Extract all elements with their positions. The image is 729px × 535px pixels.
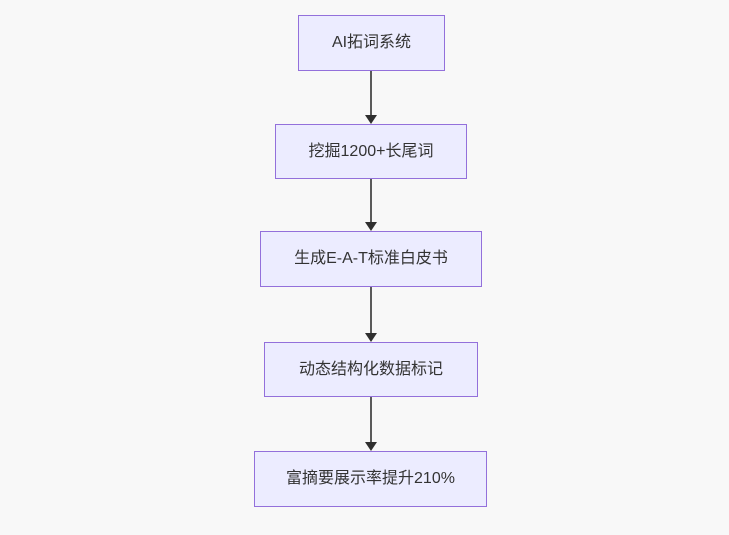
flow-node-label: AI拓词系统 bbox=[331, 34, 412, 51]
flow-node-label: 生成E-A-T标准白皮书 bbox=[294, 250, 448, 267]
arrowhead-down-icon bbox=[365, 115, 377, 124]
arrow-line bbox=[370, 71, 372, 117]
arrowhead-down-icon bbox=[365, 333, 377, 342]
flow-node-ai-word-expansion: AI拓词系统 bbox=[298, 15, 445, 71]
flow-arrow-1 bbox=[363, 71, 379, 124]
flow-arrow-3 bbox=[363, 287, 379, 342]
flow-node-label: 富摘要展示率提升210% bbox=[286, 470, 455, 487]
flow-arrow-4 bbox=[363, 397, 379, 451]
flow-node-label: 挖掘1200+长尾词 bbox=[308, 142, 434, 160]
arrow-line bbox=[370, 397, 372, 444]
arrow-line bbox=[370, 179, 372, 224]
flow-node-eat-whitepaper: 生成E-A-T标准白皮书 bbox=[260, 231, 482, 287]
flow-node-longtail-mining: 挖掘1200+长尾词 bbox=[275, 124, 467, 179]
flow-node-rich-snippet-result: 富摘要展示率提升210% bbox=[254, 451, 487, 507]
flow-node-label: 动态结构化数据标记 bbox=[298, 360, 443, 378]
arrowhead-down-icon bbox=[365, 442, 377, 451]
flow-arrow-2 bbox=[363, 179, 379, 231]
arrow-line bbox=[370, 287, 372, 335]
arrowhead-down-icon bbox=[365, 222, 377, 231]
flow-node-structured-data-markup: 动态结构化数据标记 bbox=[264, 342, 478, 397]
